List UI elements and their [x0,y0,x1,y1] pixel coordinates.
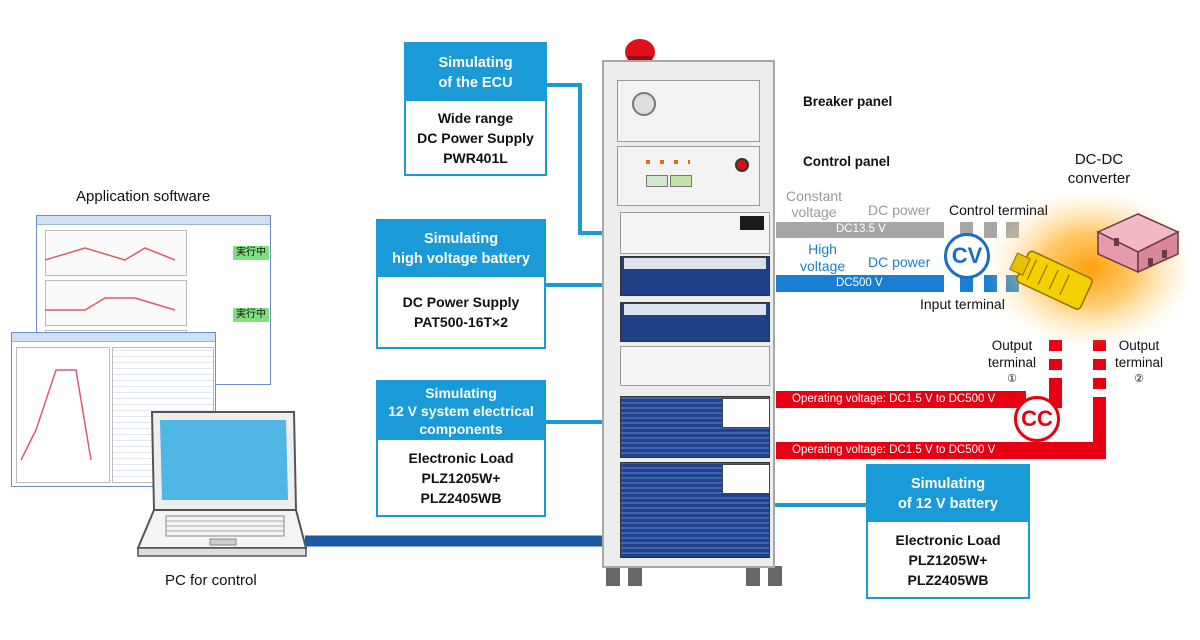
converter-title: DC-DC converter [1054,150,1144,188]
callout-v12c-head-3: components [419,421,503,437]
control-display-2 [670,175,692,187]
callout-v12c-body-3: PLZ2405WB [420,489,502,506]
control-panel-label: Control panel [803,154,890,169]
front-graph-line [20,369,92,461]
constant-voltage-line2: voltage [791,204,837,220]
callout-hv-body-1: DC Power Supply [402,294,520,310]
status-running-2: 実行中 [233,308,269,322]
dc13-bar [776,222,944,238]
application-software-label: Application software [76,188,211,205]
constant-voltage-label: Constant voltage [786,188,842,220]
callout-hv-head-1: Simulating [423,231,499,247]
input-terminal-label: Input terminal [920,296,1005,312]
back-chart-1 [45,230,187,276]
dc500-bar [776,275,944,292]
cc-badge: CC [1014,396,1060,442]
callout-ecu-head-2: of the ECU [438,74,513,91]
callout-v12b-body-2: PLZ1205W+ [908,551,988,568]
converter-title-line1: DC-DC [1074,151,1124,168]
callout-v12c-head-2: 12 V system electrical [388,403,534,419]
emergency-stop-icon [735,158,749,172]
dc-power-mid-label: DC power [868,254,931,270]
dc13-label: DC13.5 V [836,223,886,235]
dc500-label: DC500 V [836,277,883,289]
output-1-line1: Output [991,338,1033,353]
converter-module [1096,213,1180,274]
callout-v12b-body-1: Electronic Load [895,531,1001,548]
output-terminal-1-label: Output terminal ① [983,337,1041,388]
dc-power-top-label: DC power [868,202,931,218]
high-voltage-label: High voltage [800,241,845,275]
load-unit-1-screen [722,398,770,428]
high-voltage-line1: High [808,241,837,257]
output-terminal-2-label: Output terminal ② [1110,337,1168,388]
back-chart-2 [45,280,187,326]
control-display-1 [646,175,668,187]
callout-v12b-head-1: Simulating [910,476,986,492]
pat-unit-1-panel [624,258,766,269]
op-bar-2 [776,442,1106,459]
callout-12v-battery: Simulating of 12 V battery Electronic Lo… [866,464,1030,599]
callout-hv-head-2: high voltage battery [392,251,530,267]
pwr-display [740,216,764,230]
callout-v12c-head-1: Simulating [425,385,497,401]
output-1-line3: ① [1007,373,1017,385]
blank-panel [620,346,770,386]
callout-12v-components: Simulating 12 V system electrical compon… [376,380,546,517]
callout-ecu-body-2: DC Power Supply [417,129,534,146]
control-terminal-label: Control terminal [949,202,1048,218]
laptop-icon [136,411,308,557]
output-2-line2: terminal [1114,355,1163,370]
op-label-2: Operating voltage: DC1.5 V to DC500 V [792,444,996,456]
callout-v12b-body-3: PLZ2405WB [907,571,989,588]
pat-unit-2-panel [624,304,766,315]
op-label-1: Operating voltage: DC1.5 V to DC500 V [792,393,996,405]
app-window-front [11,332,216,487]
status-running-1: 実行中 [233,246,269,260]
callout-hv-body-2: PAT500-16T×2 [413,314,509,330]
breaker-panel-label: Breaker panel [803,94,893,109]
output-1-line2: terminal [987,355,1036,370]
cv-badge: CV [944,233,990,279]
breaker-switch-icon [632,92,656,116]
callout-hv-battery: Simulating high voltage battery DC Power… [376,219,546,349]
load-unit-2-screen [722,464,770,494]
callout-ecu-body-3: PWR401L [443,149,508,166]
converter-title-line2: converter [1067,170,1131,187]
callout-ecu: Simulating of the ECU Wide range DC Powe… [404,42,547,176]
callout-ecu-head-1: Simulating [438,54,513,71]
op-bar-1 [776,391,1026,408]
pc-for-control-label: PC for control [165,572,257,589]
callout-v12b-head-2: of 12 V battery [898,496,998,512]
callout-v12c-body-1: Electronic Load [408,449,514,466]
constant-voltage-line1: Constant [786,188,843,204]
output-2-line3: ② [1134,373,1144,385]
output-2-line1: Output [1118,338,1160,353]
callout-v12c-body-2: PLZ1205W+ [421,469,501,486]
converter-connector [1009,250,1093,310]
callout-ecu-body-1: Wide range [437,109,514,126]
control-indicators [646,160,690,164]
high-voltage-line2: voltage [800,258,846,274]
